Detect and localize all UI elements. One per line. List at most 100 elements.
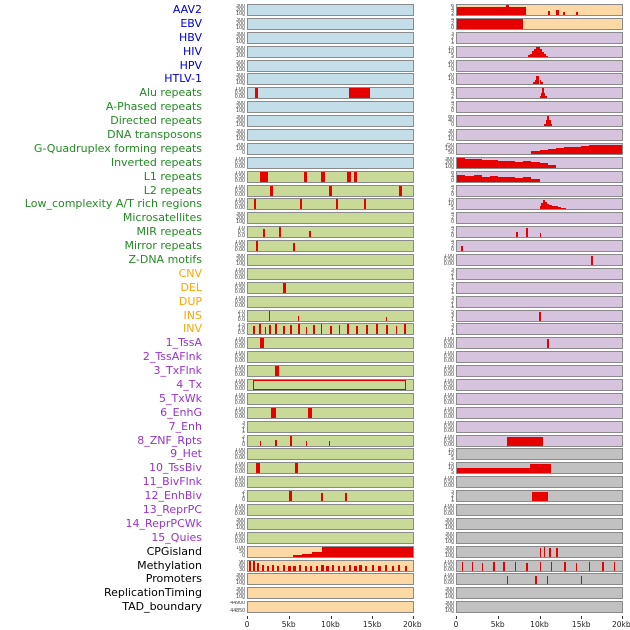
y-tick-label: 150 [445, 145, 454, 152]
track-row-htlv-1: HTLV-1300200100020100 [0, 72, 630, 86]
y-tick-label: 0 [451, 80, 454, 86]
signal-bar [348, 565, 351, 571]
y-tick-label: 1.0 [237, 326, 246, 333]
y-tick-label: 200 [236, 576, 245, 583]
y-tick-label: 0 [451, 177, 454, 183]
y-tick-label: 100 [445, 524, 454, 530]
y-tick-label: 80 [448, 115, 454, 121]
row-label-ins: INS [183, 309, 202, 322]
track-row-microsatellites: Microsatellites3002001000420 [0, 211, 630, 225]
signal-bar [293, 565, 296, 571]
signal-bar [395, 326, 398, 335]
row-label-cnv: CNV [178, 267, 202, 280]
y-tick-label: 100 [236, 594, 245, 600]
signal-bar [550, 205, 552, 210]
track-panel-right-tad-boundary [456, 601, 623, 614]
signal-bar [539, 233, 542, 238]
track-panel-left-5-txwk [247, 392, 414, 405]
y-tick-label: 60 [239, 562, 245, 569]
signal-bar [547, 11, 550, 15]
y-tick-label: 0.00 [443, 441, 455, 447]
signal-bar [321, 565, 324, 571]
signal-bar [322, 546, 413, 557]
signal-bar [539, 561, 541, 571]
y-tick-label: 3 [451, 281, 454, 287]
row-label-replicationtiming: ReplicationTiming [103, 587, 202, 600]
signal-bar [516, 232, 519, 238]
y-tick-label: 0.00 [234, 385, 246, 391]
signal-bar [283, 282, 286, 293]
row-label-2-tssaflnk: 2_TssAFlnk [142, 351, 202, 364]
y-tick-label: 44850 [230, 608, 245, 614]
signal-bar [365, 565, 368, 571]
signal-bar [546, 203, 549, 210]
y-tick-label: 30 [448, 128, 454, 134]
track-panel-right-hiv [456, 45, 623, 58]
y-tick-label: 50 [239, 548, 245, 555]
signal-bar [270, 185, 274, 196]
y-tick-label: 0.00 [234, 455, 246, 461]
row-label-promoters: Promoters [145, 573, 202, 586]
signal-bar [378, 565, 381, 571]
signal-bar [572, 146, 581, 154]
y-tick-label: 300 [445, 601, 454, 607]
y-tick-label: 1.00 [443, 476, 455, 482]
y-tick-label: 6 [451, 3, 454, 9]
x-axis-tick-mark [539, 616, 541, 619]
y-tick-label: 2 [451, 229, 454, 236]
y-tick-label: 0.50 [234, 368, 246, 375]
signal-bar [299, 565, 302, 571]
signal-bar [545, 55, 548, 57]
track-panel-left-dup [247, 295, 414, 308]
row-label-low-complexity-a-t-rich-regions: Low_complexity A/T rich regions [24, 198, 202, 211]
y-tick-label: 1 [451, 316, 454, 322]
track-panel-right-directed-repeats [456, 115, 623, 128]
y-tick-label: 1 [451, 38, 454, 44]
signal-bar [349, 88, 371, 99]
track-panel-right-l1-repeats [456, 170, 623, 183]
track-row-z-dna-motifs: Z-DNA motifs30020010001.000.500.00 [0, 253, 630, 267]
signal-bar [544, 123, 546, 127]
y-tick-label: 3 [242, 420, 245, 426]
y-tick-label: 0.00 [443, 566, 455, 572]
y-tick-label: 0.50 [234, 381, 246, 388]
signal-bar [542, 199, 546, 210]
row-label-dna-transposons: DNA transposons [107, 128, 202, 141]
track-row-dna-transposons: DNA transposons30020010003020100 [0, 128, 630, 142]
signal-bar [282, 326, 285, 335]
y-tick-label: 3 [451, 267, 454, 273]
signal-bar [556, 10, 559, 15]
track-panel-left-z-dna-motifs [247, 253, 414, 266]
y-tick-label: 5 [451, 455, 454, 461]
y-tick-label: 0.00 [234, 288, 246, 294]
y-tick-label: 0 [451, 247, 454, 253]
y-axis-right-dup: 3210 [414, 296, 456, 308]
signal-bar [545, 120, 548, 127]
y-tick-label: 2 [451, 284, 454, 291]
track-panel-left-15-quies [247, 531, 414, 544]
signal-bar [329, 326, 332, 335]
x-axis-tick-label: 20kb [612, 620, 630, 629]
y-tick-label: 200 [445, 548, 454, 555]
signal-bar [591, 255, 594, 265]
signal-bar [292, 555, 303, 557]
track-panel-left-l2-repeats [247, 184, 414, 197]
track-panel-left-14-reprpcwk [247, 517, 414, 530]
y-axis-right-del: 3210 [414, 282, 456, 294]
y-tick-label: 0.0 [237, 233, 246, 239]
signal-bar [328, 441, 331, 446]
track-panel-right-htlv-1 [456, 73, 623, 86]
y-tick-label: 2.0 [237, 309, 246, 315]
signal-bar [385, 325, 388, 335]
y-tick-label: 4 [451, 226, 454, 232]
